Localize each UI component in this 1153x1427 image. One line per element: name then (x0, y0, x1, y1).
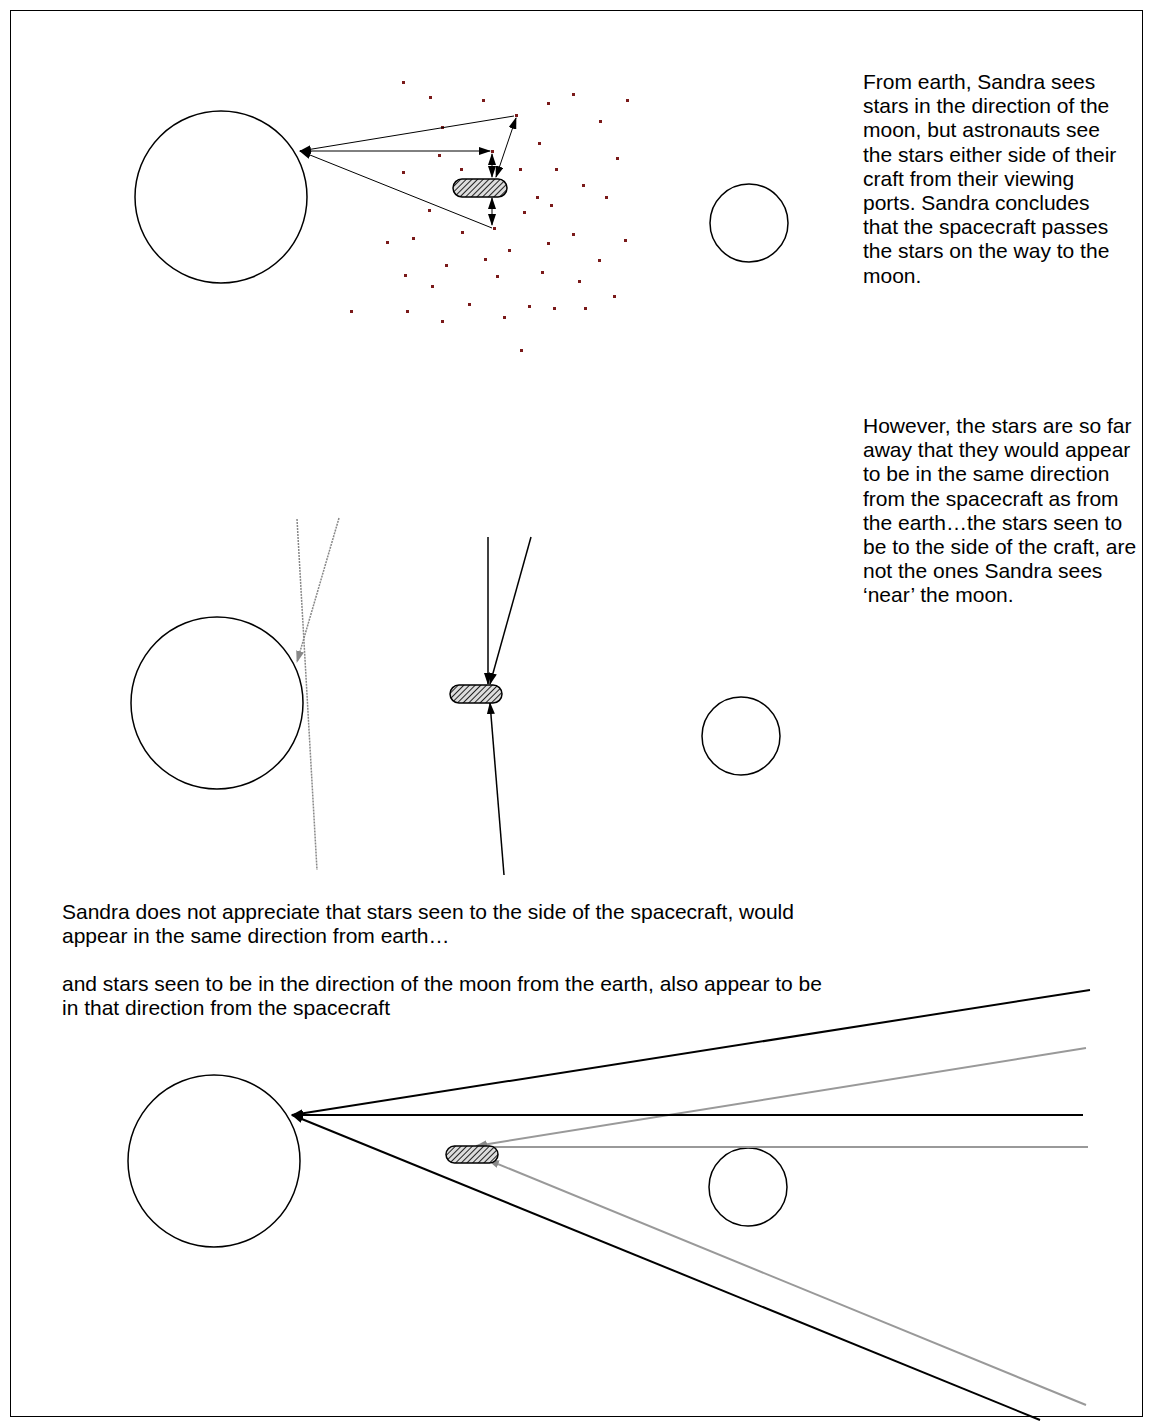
star-rays-craft (488, 537, 531, 875)
earth-circle (128, 1075, 300, 1247)
spacecraft (446, 1146, 498, 1163)
moon-circle (709, 1148, 787, 1226)
page-frame (11, 11, 1143, 1417)
sight-lines (300, 116, 516, 228)
earth-circle (135, 111, 307, 283)
moon-circle (702, 697, 780, 775)
star-rays-earth (297, 518, 339, 870)
earth-circle (131, 617, 303, 789)
panel-three (128, 990, 1090, 1420)
explanation-text: Sandra does not appreciate that stars se… (62, 900, 822, 948)
panel-one (135, 81, 788, 352)
explanation-text: and stars seen to be in the direction of… (62, 972, 822, 1020)
panel-two (131, 518, 780, 875)
explanation-text: From earth, Sandra sees stars in the dir… (863, 70, 1125, 288)
spacecraft (450, 685, 502, 703)
spacecraft (453, 179, 507, 197)
moon-circle (710, 184, 788, 262)
explanation-text: However, the stars are so far away that … (863, 414, 1139, 608)
star-field (350, 81, 629, 352)
star-rays-earth (292, 990, 1090, 1420)
